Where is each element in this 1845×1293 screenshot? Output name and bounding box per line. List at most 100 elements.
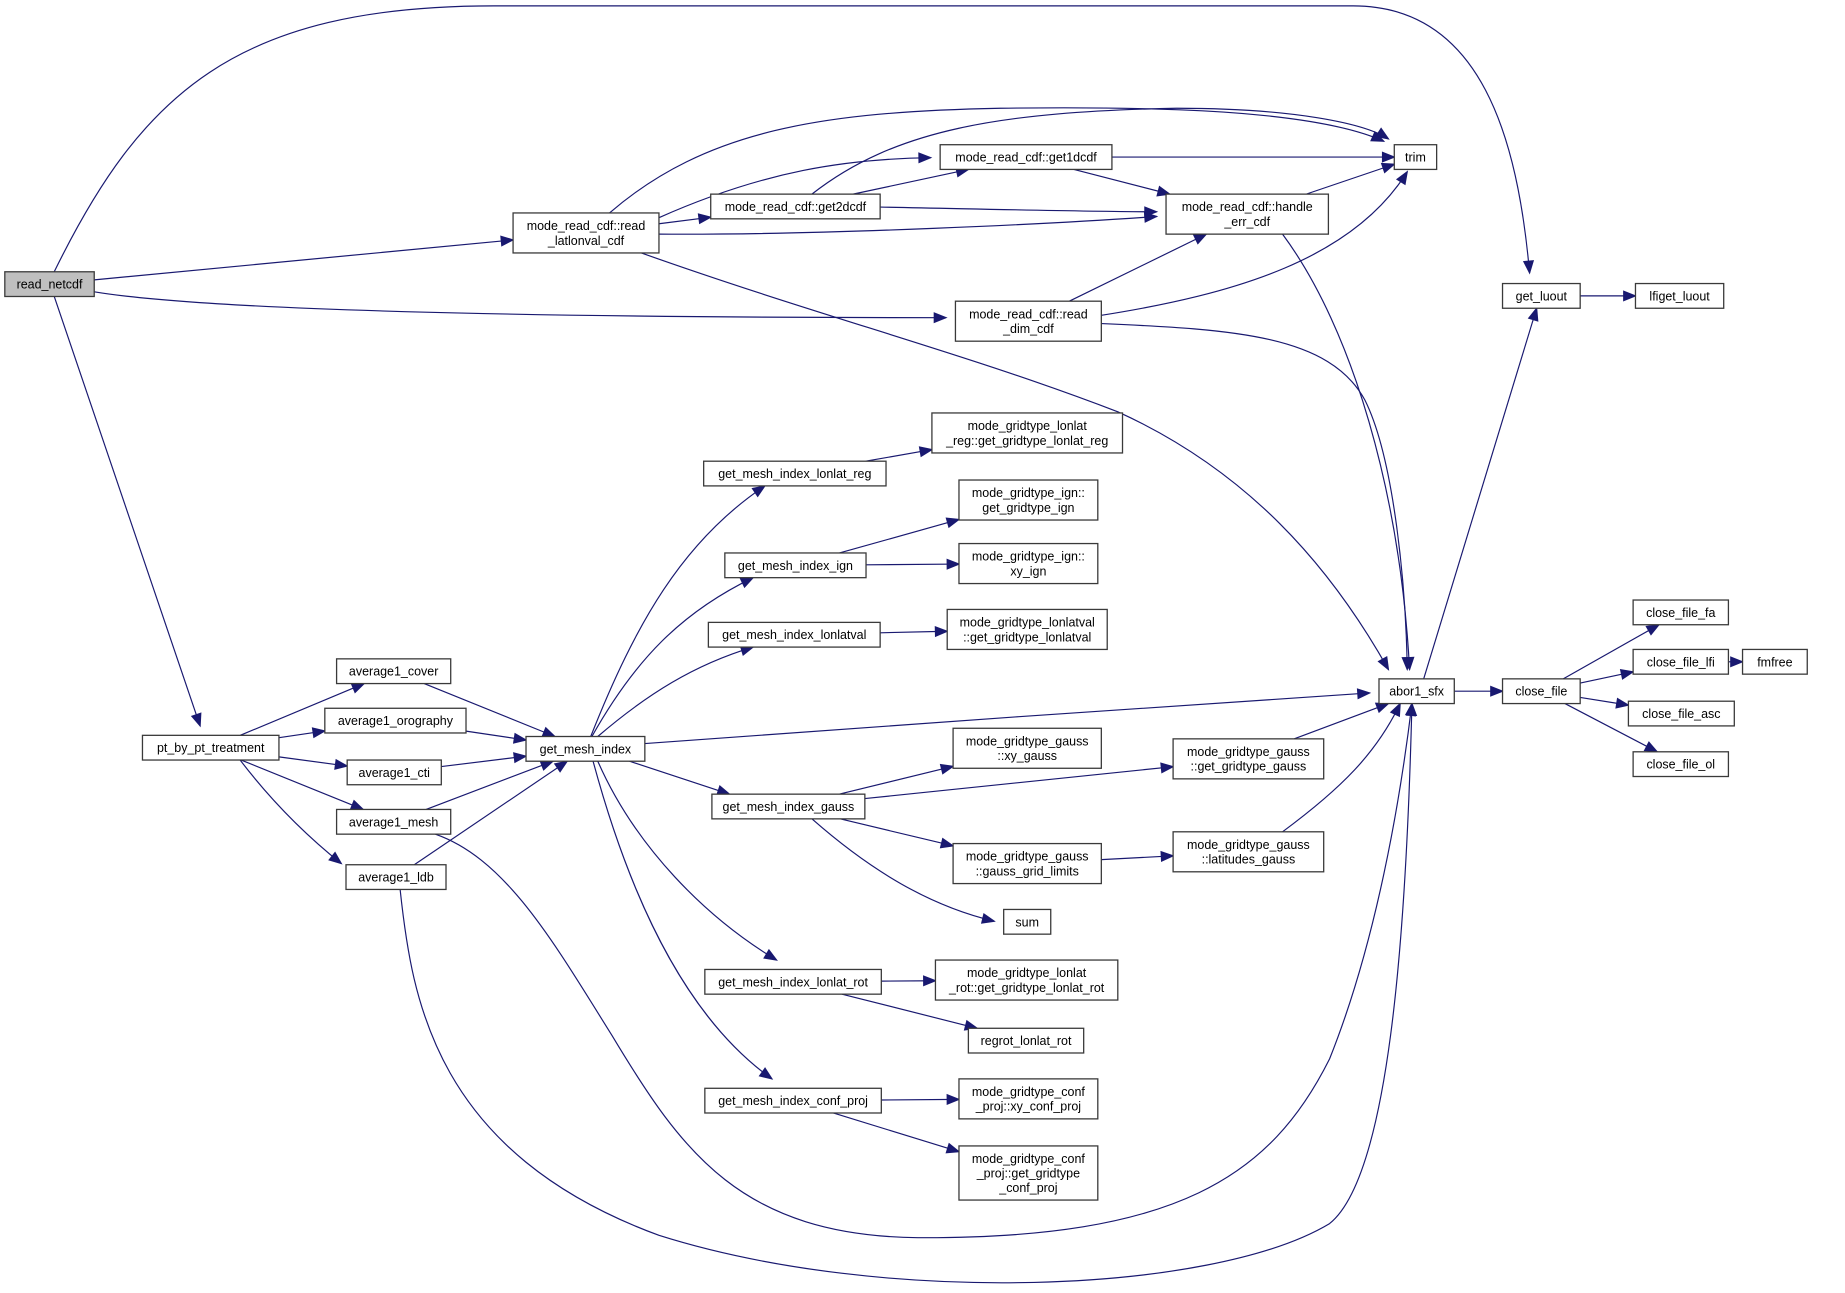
- node-gt-gauss-lat[interactable]: mode_gridtype_gauss::latitudes_gauss: [1172, 831, 1325, 873]
- edge-get_mesh_index-to-gmi_lonlatval: [597, 645, 755, 737]
- node-pt-by-pt-treatment[interactable]: pt_by_pt_treatment: [141, 734, 280, 761]
- node-close-file-lfi[interactable]: close_file_lfi: [1632, 648, 1730, 675]
- edge-gmi_gauss-to-gt_gauss_xy: [838, 763, 955, 795]
- node-gt-lonlatval[interactable]: mode_gridtype_lonlatval::get_gridtype_lo…: [946, 608, 1108, 651]
- node-box: [1632, 751, 1730, 778]
- node-label: average1_cti: [359, 766, 430, 780]
- arrowhead-icon: [512, 732, 528, 744]
- node-label: mode_read_cdf::read: [527, 219, 646, 233]
- node-box: [525, 735, 646, 762]
- edge-read_dim_cdf-to-abor1_sfx: [1101, 322, 1413, 672]
- edge-average1_cti-to-get_mesh_index: [441, 752, 528, 768]
- arrowhead-icon: [934, 625, 949, 638]
- node-handle-err-cdf[interactable]: mode_read_cdf::handle_err_cdf: [1165, 193, 1330, 235]
- node-get-mesh-index[interactable]: get_mesh_index: [525, 735, 646, 762]
- node-gt-ign-get[interactable]: mode_gridtype_ign::get_gridtype_ign: [958, 479, 1099, 521]
- node-box: [335, 808, 452, 835]
- node-read-netcdf[interactable]: read_netcdf: [4, 271, 95, 298]
- node-trim[interactable]: trim: [1393, 144, 1438, 171]
- node-read-latlonval-cdf[interactable]: mode_read_cdf::read_latlonval_cdf: [512, 212, 660, 254]
- arrowhead-icon: [1643, 741, 1659, 753]
- edge-read_latlonval_cdf-to-abor1_sfx: [641, 252, 1390, 671]
- node-close-file-asc[interactable]: close_file_asc: [1627, 700, 1735, 727]
- node-label: _proj::get_gridtype: [976, 1166, 1080, 1180]
- edge-read_dim_cdf-to-trim: [1101, 170, 1409, 316]
- arrowhead-icon: [1374, 702, 1390, 714]
- edge-close_file-to-close_file_asc: [1580, 696, 1630, 709]
- node-gmi-lonlat-rot[interactable]: get_mesh_index_lonlat_rot: [704, 968, 882, 995]
- node-average1-cti[interactable]: average1_cti: [346, 759, 442, 786]
- node-average1-orography[interactable]: average1_orography: [324, 707, 467, 734]
- node-gmi-conf-proj[interactable]: get_mesh_index_conf_proj: [704, 1087, 882, 1114]
- edge-average1_mesh-to-get_mesh_index: [425, 760, 555, 810]
- arrowhead-icon: [1490, 685, 1505, 697]
- node-gt-conf-xy[interactable]: mode_gridtype_conf_proj::xy_conf_proj: [958, 1078, 1099, 1120]
- node-box: [1172, 738, 1325, 780]
- node-gt-lonlat-reg[interactable]: mode_gridtype_lonlat_reg::get_gridtype_l…: [931, 412, 1124, 454]
- node-box: [952, 842, 1102, 885]
- node-gt-gauss-xy[interactable]: mode_gridtype_gauss::xy_gauss: [952, 727, 1102, 769]
- node-lfiget-luout[interactable]: lfiget_luout: [1634, 282, 1725, 309]
- node-label: get_mesh_index_lonlat_rot: [718, 975, 868, 989]
- node-box: [141, 734, 280, 761]
- arrowhead-icon: [939, 763, 955, 775]
- node-label: close_file_asc: [1642, 707, 1720, 721]
- node-label: mode_gridtype_gauss: [966, 734, 1089, 748]
- edge-line: [399, 703, 1413, 1284]
- node-close-file-ol[interactable]: close_file_ol: [1632, 751, 1730, 778]
- node-gmi-lonlatval[interactable]: get_mesh_index_lonlatval: [707, 621, 881, 648]
- edge-line: [597, 760, 777, 961]
- node-label: ::get_gridtype_lonlatval: [963, 630, 1091, 644]
- node-average1-mesh[interactable]: average1_mesh: [335, 808, 452, 835]
- edge-average1_ldb-to-abor1_sfx: [399, 701, 1418, 1284]
- node-gmi-ign[interactable]: get_mesh_index_ign: [724, 552, 867, 579]
- node-box: [335, 658, 452, 685]
- edge-line: [1423, 308, 1538, 680]
- edge-get1dcdf-to-trim: [1111, 151, 1396, 163]
- node-label: _err_cdf: [1223, 215, 1270, 229]
- node-fmfree[interactable]: fmfree: [1741, 648, 1808, 675]
- node-gt-conf-get[interactable]: mode_gridtype_conf_proj::get_gridtype_co…: [958, 1145, 1099, 1201]
- arrowhead-icon: [1395, 170, 1409, 186]
- node-box: [946, 608, 1108, 651]
- node-regrot-lonlat-rot[interactable]: regrot_lonlat_rot: [967, 1027, 1085, 1054]
- edge-get_mesh_index-to-gmi_gauss: [629, 760, 732, 796]
- node-box: [703, 460, 887, 487]
- edge-close_file-to-close_file_fa: [1562, 623, 1661, 680]
- edge-line: [811, 107, 1389, 195]
- node-close-file[interactable]: close_file: [1501, 678, 1581, 705]
- node-box: [1632, 599, 1730, 626]
- node-sum[interactable]: sum: [1003, 908, 1052, 935]
- edge-line: [629, 760, 730, 795]
- node-read-dim-cdf[interactable]: mode_read_cdf::read_dim_cdf: [954, 300, 1102, 342]
- node-label: close_file_lfi: [1647, 655, 1715, 669]
- node-average1-cover[interactable]: average1_cover: [335, 658, 452, 685]
- edge-line: [53, 5, 1531, 274]
- node-gt-ign-xy[interactable]: mode_gridtype_ign::xy_ign: [958, 542, 1099, 585]
- node-gmi-lonlat-reg[interactable]: get_mesh_index_lonlat_reg: [703, 460, 887, 487]
- edge-line: [839, 818, 954, 847]
- node-label: get_mesh_index_gauss: [723, 800, 855, 814]
- edge-handle_err_cdf-to-abor1_sfx: [1282, 233, 1415, 672]
- node-close-file-fa[interactable]: close_file_fa: [1632, 599, 1730, 626]
- node-label: mode_gridtype_lonlat: [968, 419, 1088, 433]
- node-label: mode_gridtype_conf: [972, 1152, 1086, 1166]
- edge-line: [866, 563, 959, 566]
- node-label: _rot::get_gridtype_lonlat_rot: [948, 981, 1105, 995]
- node-gt-lonlat-rot[interactable]: mode_gridtype_lonlat_rot::get_gridtype_l…: [934, 959, 1119, 1001]
- node-gt-gauss-get[interactable]: mode_gridtype_gauss::get_gridtype_gauss: [1172, 738, 1325, 780]
- node-gmi-gauss[interactable]: get_mesh_index_gauss: [711, 793, 866, 820]
- node-average1-ldb[interactable]: average1_ldb: [345, 864, 447, 891]
- edge-line: [94, 239, 514, 281]
- node-get-luout[interactable]: get_luout: [1501, 282, 1581, 309]
- node-get2dcdf[interactable]: mode_read_cdf::get2dcdf: [710, 193, 881, 220]
- edge-line: [864, 766, 1174, 800]
- node-gt-gauss-limits[interactable]: mode_gridtype_gauss::gauss_grid_limits: [952, 842, 1102, 885]
- node-label: get_mesh_index_ign: [738, 559, 853, 573]
- node-box: [952, 727, 1102, 769]
- node-label: average1_cover: [349, 665, 438, 679]
- node-get1dcdf[interactable]: mode_read_cdf::get1dcdf: [939, 144, 1113, 171]
- node-box: [1393, 144, 1438, 171]
- node-label: mode_read_cdf::read: [969, 307, 1088, 321]
- node-abor1-sfx[interactable]: abor1_sfx: [1378, 678, 1455, 705]
